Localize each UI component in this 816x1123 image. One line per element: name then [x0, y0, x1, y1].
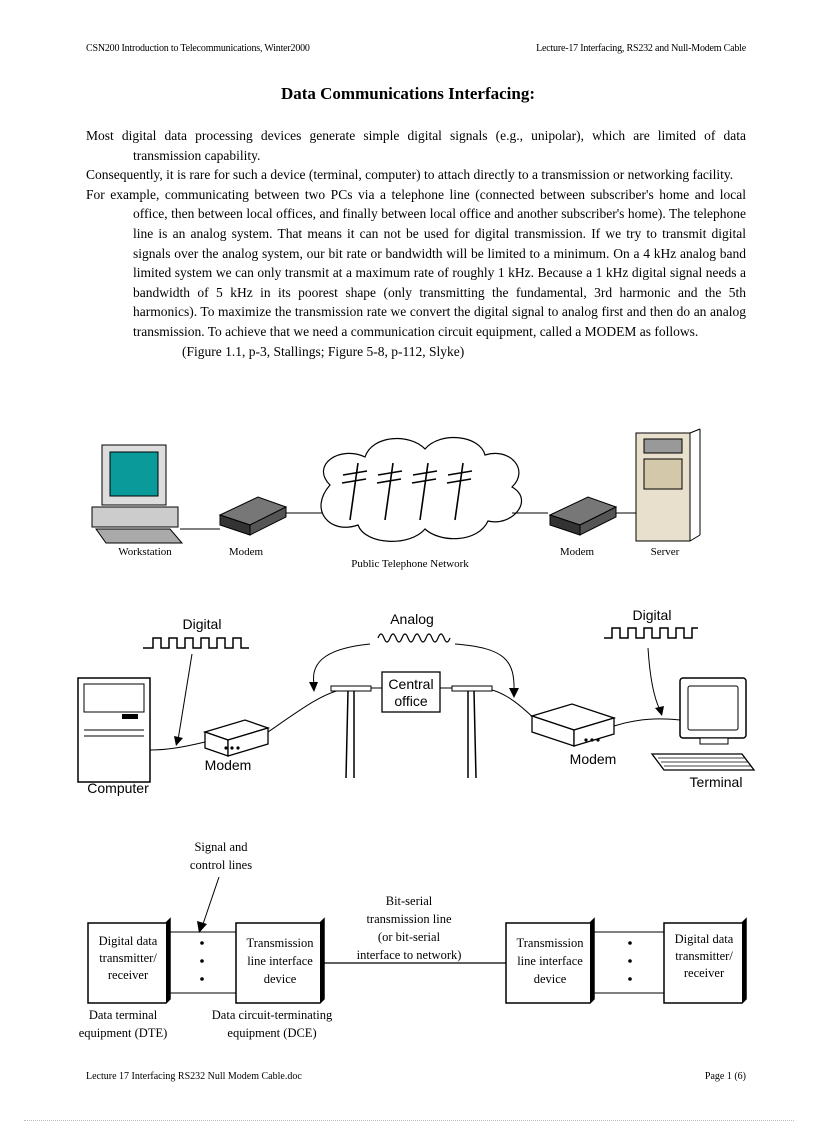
label-analog: Analog [390, 611, 434, 627]
dte-box-right [663, 917, 747, 1004]
page-bottom-divider [24, 1120, 794, 1121]
label-digital-right: Digital [633, 607, 672, 623]
label-modem-right: Modem [570, 751, 617, 767]
central-office-box [381, 671, 441, 713]
header-left: CSN200 Introduction to Telecommunication… [86, 43, 310, 54]
page-title: Data Communications Interfacing: [280, 84, 536, 103]
dce-box-right [505, 917, 595, 1004]
modem-left-icon [218, 496, 322, 536]
computer-icon [77, 677, 151, 783]
label-dte: equipment (DTE) [79, 1026, 168, 1040]
dce-left-line2: line interface [247, 954, 313, 968]
digital-waveform-left-icon [143, 637, 249, 649]
footer-left: Lecture 17 Interfacing RS232 Null Modem … [86, 1071, 302, 1082]
label-dce: equipment (DCE) [227, 1026, 316, 1040]
label-server: Server [651, 546, 680, 558]
label-data-circuit-terminating: Data circuit-terminating [212, 1008, 333, 1022]
label-terminal: Terminal [690, 774, 743, 790]
label-workstation: Workstation [118, 546, 172, 558]
label-computer: Computer [87, 780, 149, 796]
telephone-network-cloud-icon [320, 436, 548, 542]
digital-waveform-right-icon [604, 627, 698, 639]
dte-left-line3: receiver [108, 968, 149, 982]
telephone-pole-right-icon [451, 685, 493, 779]
label-control-lines: control lines [190, 858, 252, 872]
body-text: Most digital data processing devices gen… [86, 126, 746, 361]
label-public-telephone-network: Public Telephone Network [351, 558, 469, 570]
modem-right-icon [548, 496, 636, 536]
dce-left-line1: Transmission [247, 936, 315, 950]
figure-modem-network: Workstation Modem Public Telephone Netwo… [91, 428, 701, 570]
label-office: office [394, 693, 427, 709]
label-data-terminal: Data terminal [89, 1008, 158, 1022]
workstation-icon [91, 444, 220, 544]
dte-right-line3: receiver [684, 966, 725, 980]
label-modem-left: Modem [229, 546, 264, 558]
dce-left-line3: device [264, 972, 297, 986]
label-bit-serial: Bit-serial [386, 894, 433, 908]
footer-page-number: Page 1 (6) [704, 1071, 746, 1082]
dce-right-line2: line interface [517, 954, 583, 968]
telephone-pole-left-icon [330, 685, 372, 779]
paragraph-2: Consequently, it is rare for such a devi… [86, 167, 734, 183]
label-digital-left: Digital [183, 616, 222, 632]
dte-right-line1: Digital data [675, 932, 734, 946]
label-or-bit-serial: (or bit-serial [378, 930, 441, 944]
paragraph-3: For example, communicating between two P… [86, 186, 746, 339]
dce-right-line1: Transmission [517, 936, 585, 950]
figure-reference: (Figure 1.1, p-3, Stallings; Figure 5-8,… [182, 343, 465, 359]
paragraph-1: Most digital data processing devices gen… [86, 128, 746, 163]
modem-right-icon [529, 703, 617, 747]
dte-right-line2: transmitter/ [675, 949, 733, 963]
server-icon [635, 428, 701, 542]
analog-waveform-icon [377, 633, 451, 643]
label-interface-to-network: interface to network) [357, 948, 462, 962]
dte-left-line1: Digital data [99, 934, 158, 948]
figure-analog-digital: Digital Analog Digital Modem Computer [77, 607, 756, 796]
dte-box-left [87, 917, 171, 1004]
dte-left-line2: transmitter/ [99, 951, 157, 965]
dce-right-line3: device [534, 972, 567, 986]
label-transmission-line: transmission line [366, 912, 452, 926]
dce-box-left [235, 917, 325, 1004]
label-modem-left: Modem [205, 757, 252, 773]
modem-left-icon [202, 719, 271, 757]
header-right: Lecture-17 Interfacing, RS232 and Null-M… [536, 43, 746, 54]
label-signal-and: Signal and [194, 840, 248, 854]
figure-dte-dce: Signal and control lines Bit-serial tran… [79, 840, 747, 1040]
label-modem-right: Modem [560, 546, 595, 558]
label-central: Central [388, 676, 433, 692]
terminal-icon [650, 677, 756, 771]
